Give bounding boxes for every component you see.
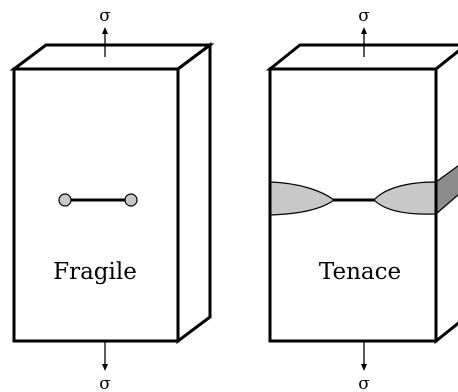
tenace-label: Tenace [319,259,401,285]
fragile-crack-tip-right [124,193,138,207]
fragile-bottom-sigma: σ [99,374,111,392]
fragile-top-arrow-head [102,27,108,34]
tenace-bottom-arrow-head [361,364,367,371]
tenace-bottom-sigma: σ [358,374,370,392]
fragile-label: Fragile [53,259,137,285]
fragile-front-face [12,67,180,343]
fragile-top-sigma: σ [99,6,111,26]
fragile-specimen: Fragile σ σ [9,6,215,392]
fragile-bottom-arrow-head [102,364,108,371]
fragile-crack-tip-left [58,193,72,207]
tenace-top-arrow-head [361,27,367,34]
tenace-top-sigma: σ [358,6,370,26]
tenace-specimen: Tenace σ σ [265,6,458,392]
fragile-side-face [176,42,212,344]
